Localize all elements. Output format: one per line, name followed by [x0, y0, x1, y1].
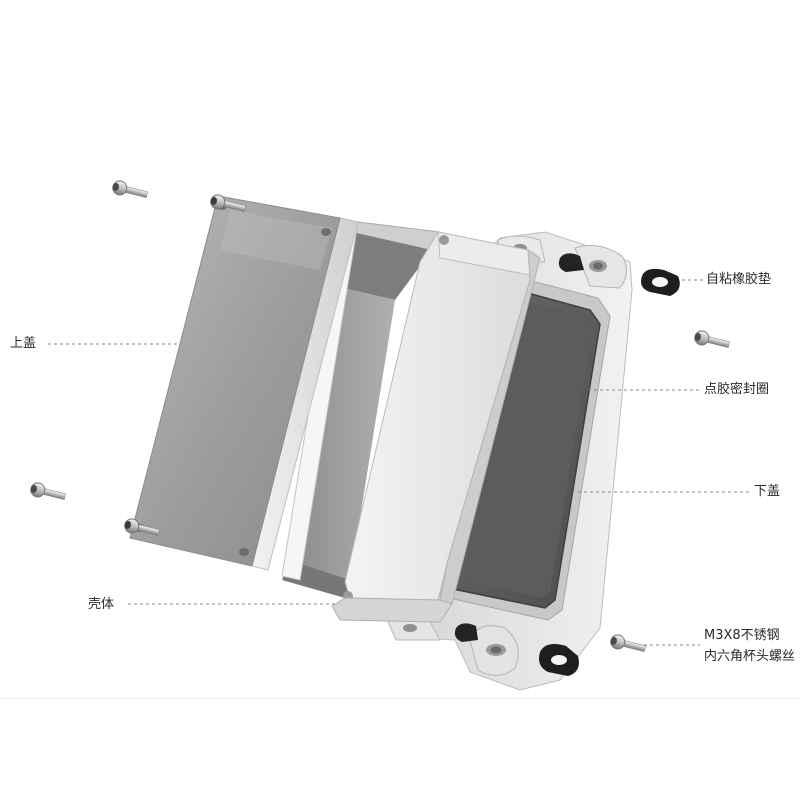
- label-top-cover: 上盖: [10, 336, 37, 351]
- divider: [0, 698, 800, 699]
- rubber-pad-lower: [539, 644, 579, 676]
- label-bottom-cover: 下盖: [754, 484, 781, 499]
- label-shell: 壳体: [88, 597, 115, 612]
- label-adhesive-pad: 自粘橡胶垫: [706, 272, 772, 287]
- label-screw-line2: 内六角杯头螺丝: [704, 649, 796, 664]
- screw-top-left: [112, 180, 149, 198]
- label-glue-seal: 点胶密封圈: [704, 382, 770, 397]
- rubber-pad-small-bottom: [454, 623, 478, 642]
- screw-cover-bottom: [124, 518, 161, 536]
- label-screw-line1: M3X8不锈钢: [704, 628, 780, 643]
- leader-lines: [48, 279, 752, 646]
- screw-cover-top: [210, 194, 247, 212]
- screw-right-bottom: [610, 634, 647, 652]
- shell-housing: [281, 217, 541, 623]
- rubber-pad-upper: [641, 268, 680, 296]
- screw-left-mid: [30, 482, 67, 500]
- top-cover: [129, 195, 359, 571]
- screw-right-top: [694, 330, 731, 348]
- rubber-pad-small-top: [558, 253, 584, 272]
